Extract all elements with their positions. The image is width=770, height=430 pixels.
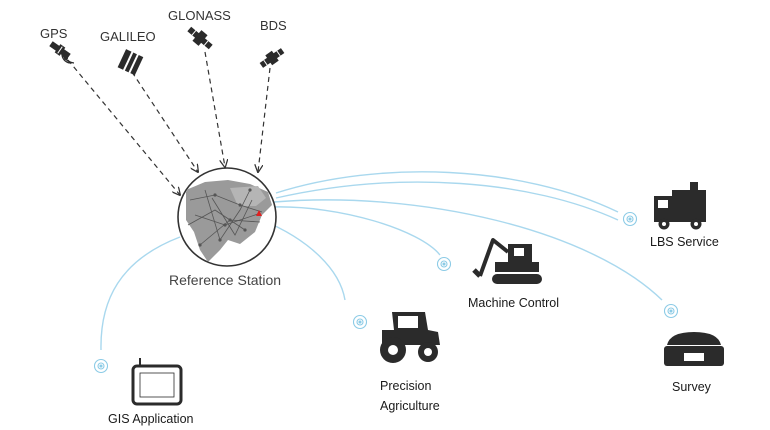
link-agriculture xyxy=(261,219,346,301)
precision-label: Precision xyxy=(380,379,432,393)
glonass-signal-arrow xyxy=(204,51,225,167)
link-lbs xyxy=(275,171,619,213)
signal-target-survey xyxy=(663,303,679,319)
bds-signal-arrow xyxy=(258,67,271,172)
globe-network-icon xyxy=(177,167,277,267)
glonass-label: GLONASS xyxy=(168,8,231,23)
glonass-satellite-icon xyxy=(187,26,213,50)
signal-target-machine-control xyxy=(436,256,452,272)
gps-signal-arrow xyxy=(67,59,180,195)
link-machine-control xyxy=(271,206,441,256)
gps-label: GPS xyxy=(40,26,68,41)
galileo-satellite-icon xyxy=(117,49,144,76)
location-marker-icon xyxy=(256,210,262,216)
bds-label: BDS xyxy=(260,18,287,33)
machine-control-label: Machine Control xyxy=(468,296,560,310)
survey-label: Survey xyxy=(672,380,711,394)
truck-icon xyxy=(654,182,706,230)
link-gis xyxy=(100,236,181,351)
galileo-signal-arrow xyxy=(131,71,198,172)
reference-station-label: Reference Station xyxy=(169,272,282,288)
signal-target-icons xyxy=(93,211,679,374)
excavator-icon xyxy=(472,238,542,284)
tablet-icon xyxy=(131,358,183,406)
station-links xyxy=(100,171,663,351)
signal-target-gis xyxy=(93,358,109,374)
signal-target-agriculture xyxy=(352,314,368,330)
bds-satellite-icon xyxy=(259,48,285,68)
lbs-service-label: LBS Service xyxy=(650,235,719,249)
link-survey xyxy=(273,199,663,301)
tractor-icon xyxy=(380,312,440,363)
satellite-signal-arrows xyxy=(67,51,271,195)
signal-target-lbs xyxy=(622,211,638,227)
gis-application-label: GIS Application xyxy=(108,412,194,426)
gps-satellite-icon xyxy=(49,41,71,59)
agriculture-label: Agriculture xyxy=(380,399,440,413)
galileo-label: GALILEO xyxy=(100,29,156,44)
gnss-receiver-icon xyxy=(664,332,724,366)
link-lbs-2 xyxy=(275,181,619,221)
